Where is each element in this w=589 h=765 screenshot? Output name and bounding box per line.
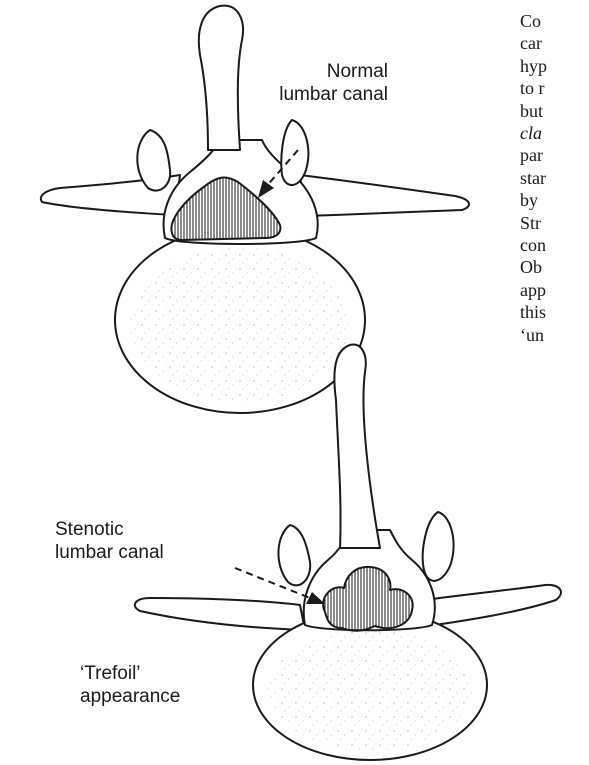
side-text-line: but xyxy=(520,100,589,122)
trefoil-label-line2: appearance xyxy=(80,685,180,708)
side-text-line: app xyxy=(520,279,589,301)
side-text-column: Co car hyp to r but cla par star by Str … xyxy=(520,10,589,346)
stenotic-right-facet xyxy=(423,512,454,581)
normal-spinous-process xyxy=(199,6,243,150)
stenotic-body-texture xyxy=(268,630,472,750)
side-text-line: hyp xyxy=(520,55,589,77)
stenotic-left-facet xyxy=(278,525,310,585)
trefoil-label: ‘Trefoil’ appearance xyxy=(80,662,180,708)
normal-canal-label-line2: lumbar canal xyxy=(248,83,388,106)
stenotic-canal-label-line2: lumbar canal xyxy=(55,541,164,564)
side-text-line: ‘un xyxy=(520,324,589,346)
side-text-line: Co xyxy=(520,10,589,32)
trefoil-label-line1: ‘Trefoil’ xyxy=(80,662,180,685)
side-text-line: con xyxy=(520,234,589,256)
side-text-line: star xyxy=(520,167,589,189)
stenotic-canal-label-line1: Stenotic xyxy=(55,518,164,541)
stenotic-left-transverse-process xyxy=(135,598,305,630)
normal-canal-label-line1: Normal xyxy=(248,60,388,83)
side-text-line: by xyxy=(520,189,589,211)
normal-body-texture xyxy=(130,247,350,403)
stenotic-canal-label: Stenotic lumbar canal xyxy=(55,518,164,564)
normal-left-facet xyxy=(137,130,170,191)
side-text-line: Str xyxy=(520,212,589,234)
side-text-line: par xyxy=(520,144,589,166)
stenotic-spinous-process xyxy=(334,345,380,548)
normal-canal-label: Normal lumbar canal xyxy=(248,60,388,106)
side-text-line: car xyxy=(520,32,589,54)
side-text-line: this xyxy=(520,301,589,323)
stenotic-right-transverse-process xyxy=(425,585,561,626)
side-text-line: to r xyxy=(520,77,589,99)
side-text-line: cla xyxy=(520,122,589,144)
normal-right-transverse-process xyxy=(300,175,469,216)
side-text-line: Ob xyxy=(520,256,589,278)
